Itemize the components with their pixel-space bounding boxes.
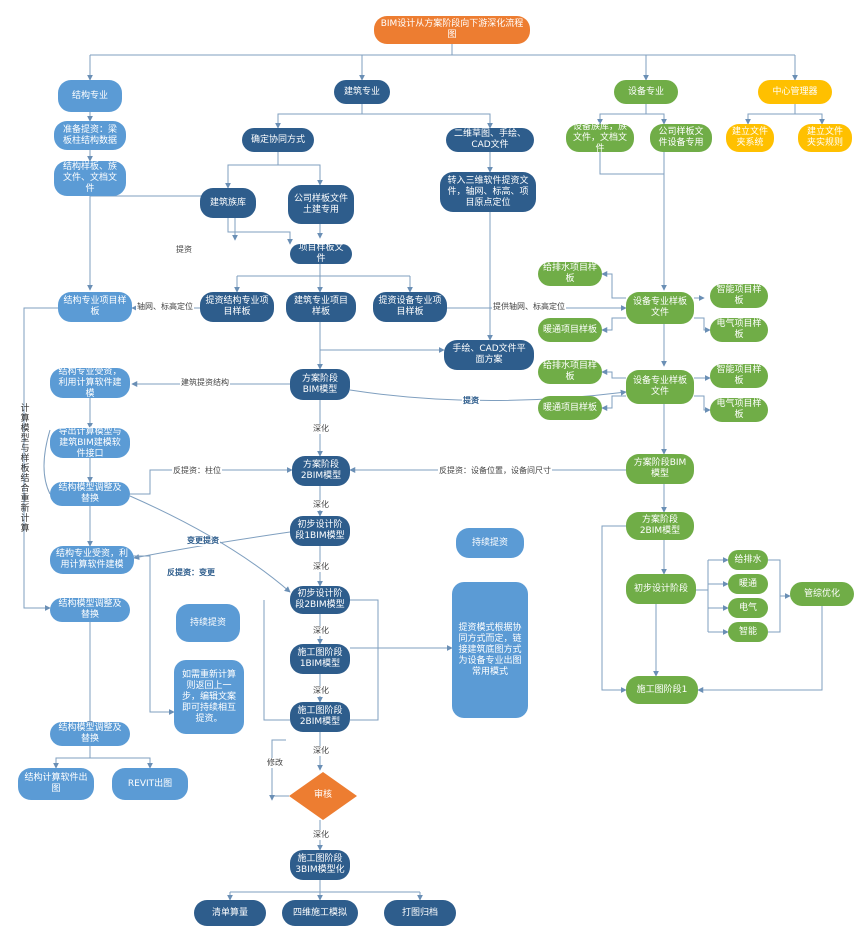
smart-node: 智能 bbox=[728, 622, 768, 642]
struct-adjust2-node: 结构模型调整及替换 bbox=[50, 598, 130, 622]
hvac-template2-node: 暖通项目样板 bbox=[538, 396, 602, 420]
struct-receive2-node: 结构专业受资，利用计算软件建模 bbox=[50, 546, 134, 574]
edge-label-axis-level-left: 轴网、标高定位 bbox=[136, 302, 194, 312]
revit-output-node: REVIT出图 bbox=[112, 768, 188, 800]
create-file-system-node: 建立文件夹系统 bbox=[726, 124, 774, 152]
continuous-feedback2-node: 持续提资 bbox=[176, 604, 240, 642]
drainage-node: 给排水 bbox=[728, 550, 768, 570]
smart-template1-node: 智能项目样板 bbox=[710, 284, 768, 308]
center-manager-node: 中心管理器 bbox=[758, 80, 832, 104]
struct-prep-node: 准备提资：梁板柱结构数据 bbox=[54, 121, 126, 150]
equip-family-node: 设备族库，族文件，文档文件 bbox=[566, 122, 634, 154]
struct-adjust3-node: 结构模型调整及替换 bbox=[50, 722, 130, 746]
continuous-feedback1-node: 持续提资 bbox=[456, 528, 524, 558]
arch-major-node: 建筑专业 bbox=[334, 80, 390, 104]
edge-label-feedback-a: 提资 bbox=[175, 245, 193, 255]
edge-label-reverse-change: 反提资：变更 bbox=[166, 568, 216, 578]
cad-draft-node: 二维草图、手绘、CAD文件 bbox=[446, 128, 534, 152]
provide-equip-template-node: 提资设备专业项目样板 bbox=[373, 292, 447, 322]
company-template-equip-node: 公司样板文件设备专用 bbox=[650, 124, 712, 152]
struct-receive1-node: 结构专业受资，利用计算软件建模 bbox=[50, 367, 130, 399]
construction1-node: 施工图阶段1BIM模型 bbox=[290, 644, 350, 674]
scheme-stage1-node: 方案阶段BIM模型 bbox=[290, 369, 350, 400]
struct-project-template-node: 结构专业项目样板 bbox=[58, 292, 132, 322]
equip-prelim-node: 初步设计阶段 bbox=[626, 574, 696, 604]
4d-construction-node: 四维施工模拟 bbox=[282, 900, 358, 926]
construction3-node: 施工图阶段3BIM模型化 bbox=[290, 850, 350, 880]
edge-label-deepen3: 深化 bbox=[312, 562, 330, 572]
bill-budget-node: 清单算量 bbox=[194, 900, 266, 926]
struct-template-node: 结构样板、族文件、文档文件 bbox=[54, 161, 126, 196]
edge-label-reverse-feedback-column: 反提资：柱位 bbox=[172, 466, 222, 476]
company-template-civil-node: 公司样板文件土建专用 bbox=[288, 185, 354, 224]
export-calc-node: 导出计算模型与建筑BIM建模软件接口 bbox=[50, 427, 130, 459]
struct-major-node: 结构专业 bbox=[58, 80, 122, 112]
create-file-rule-node: 建立文件夹实规则 bbox=[798, 124, 852, 152]
smart-template2-node: 智能项目样板 bbox=[710, 364, 768, 388]
hvac-template1-node: 暖通项目样板 bbox=[538, 318, 602, 342]
struct-calc-output-node: 结构计算软件出图 bbox=[18, 768, 94, 800]
edge-label-arch-feedback-struct: 建筑提资结构 bbox=[180, 378, 230, 388]
edge-label-deepen6: 深化 bbox=[312, 746, 330, 756]
elec-template1-node: 电气项目样板 bbox=[710, 318, 768, 342]
prelim2-node: 初步设计阶段2BIM模型 bbox=[290, 586, 350, 614]
edge-label-modify: 修改 bbox=[266, 758, 284, 768]
project-template-node: 项目样板文件 bbox=[290, 243, 352, 264]
edge-label-deepen7: 深化 bbox=[312, 830, 330, 840]
vertical-recalc-label: 计算模型与样板结合重新计算 bbox=[20, 404, 30, 534]
drainage-template2-node: 给排水项目样板 bbox=[538, 360, 602, 384]
pipe-optimize-node: 管综优化 bbox=[790, 582, 854, 606]
collab-mode-node: 确定协同方式 bbox=[242, 128, 314, 152]
equip-construction-node: 施工图阶段1 bbox=[626, 676, 698, 704]
edge-label-deepen1: 深化 bbox=[312, 424, 330, 434]
elec-template2-node: 电气项目样板 bbox=[710, 398, 768, 422]
prelim1-node: 初步设计阶段1BIM模型 bbox=[290, 516, 350, 546]
recalc-note-node: 如需重新计算则返回上一步，编辑文案即可持续相互提资。 bbox=[174, 660, 244, 734]
collab-mode-desc-node: 提资模式根据协同方式而定，链接建筑底图方式为设备专业出图常用模式 bbox=[452, 582, 528, 718]
import-3d-node: 转入三维软件提资文件，轴网、标高、项目原点定位 bbox=[440, 172, 536, 212]
arch-project-template-node: 建筑专业项目样板 bbox=[286, 292, 356, 322]
scheme-stage2-node: 方案阶段2BIM模型 bbox=[292, 456, 350, 486]
equip-scheme1-node: 方案阶段BIM模型 bbox=[626, 454, 694, 484]
edge-label-reverse-feedback-equip: 反提资：设备位置，设备间尺寸 bbox=[438, 466, 552, 476]
edge-label-deepen4: 深化 bbox=[312, 626, 330, 636]
equip-template-file2-node: 设备专业样板文件 bbox=[626, 370, 694, 404]
construction2-node: 施工图阶段2BIM模型 bbox=[290, 702, 350, 732]
struct-adjust1-node: 结构模型调整及替换 bbox=[50, 482, 130, 506]
print-archive-node: 打图归档 bbox=[384, 900, 456, 926]
edge-label-change-feedback: 变更提资 bbox=[186, 536, 220, 546]
arch-family-node: 建筑族库 bbox=[200, 188, 256, 218]
title-node: BIM设计从方案阶段向下游深化流程图 bbox=[374, 16, 530, 44]
edge-label-deepen2: 深化 bbox=[312, 500, 330, 510]
edge-label-axis-level-right: 提供轴网、标高定位 bbox=[492, 302, 566, 312]
review-label: 审核 bbox=[313, 790, 332, 800]
hvac-node: 暖通 bbox=[728, 574, 768, 594]
equip-template-file1-node: 设备专业样板文件 bbox=[626, 292, 694, 324]
equip-scheme2-node: 方案阶段2BIM模型 bbox=[626, 512, 694, 540]
edge-label-feedback-b: 提资 bbox=[462, 396, 480, 406]
drainage-template1-node: 给排水项目样板 bbox=[538, 262, 602, 286]
review-diamond bbox=[289, 772, 357, 820]
equip-major-node: 设备专业 bbox=[614, 80, 678, 104]
provide-struct-template-node: 提资结构专业项目样板 bbox=[200, 292, 274, 322]
edge-label-deepen5: 深化 bbox=[312, 686, 330, 696]
electric-node: 电气 bbox=[728, 598, 768, 618]
hand-cad-plan-node: 手绘、CAD文件平面方案 bbox=[444, 340, 534, 370]
